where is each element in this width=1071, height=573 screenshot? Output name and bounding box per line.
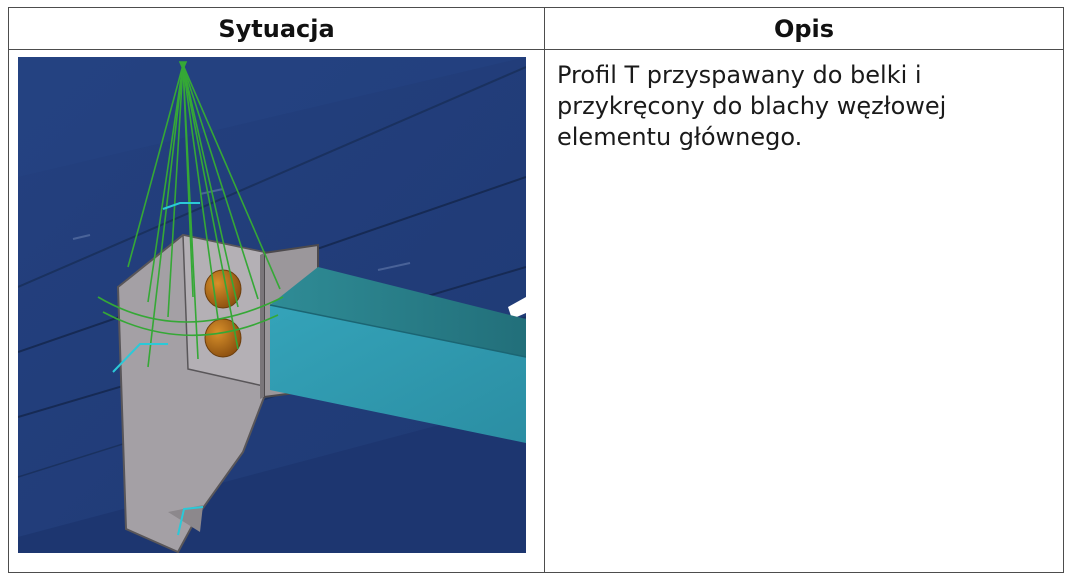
situation-cell — [8, 49, 545, 573]
description-cell: Profil T przyspawany do belki i przykręc… — [544, 49, 1064, 573]
header-description: Opis — [544, 7, 1064, 50]
situation-description-table: Sytuacja Opis — [8, 7, 1064, 573]
steel-connection-render — [18, 57, 526, 553]
connection-description: Profil T przyspawany do belki i przykręc… — [557, 61, 947, 151]
secondary-beam — [269, 267, 526, 443]
table-header-row: Sytuacja Opis — [8, 7, 1064, 50]
weld-symbol-lines — [97, 61, 284, 368]
connection-illustration — [18, 57, 526, 553]
table-row: Profil T przyspawany do belki i przykręc… — [8, 49, 1064, 573]
header-situation: Sytuacja — [8, 7, 545, 50]
cyan-annotation-marks — [112, 202, 204, 536]
